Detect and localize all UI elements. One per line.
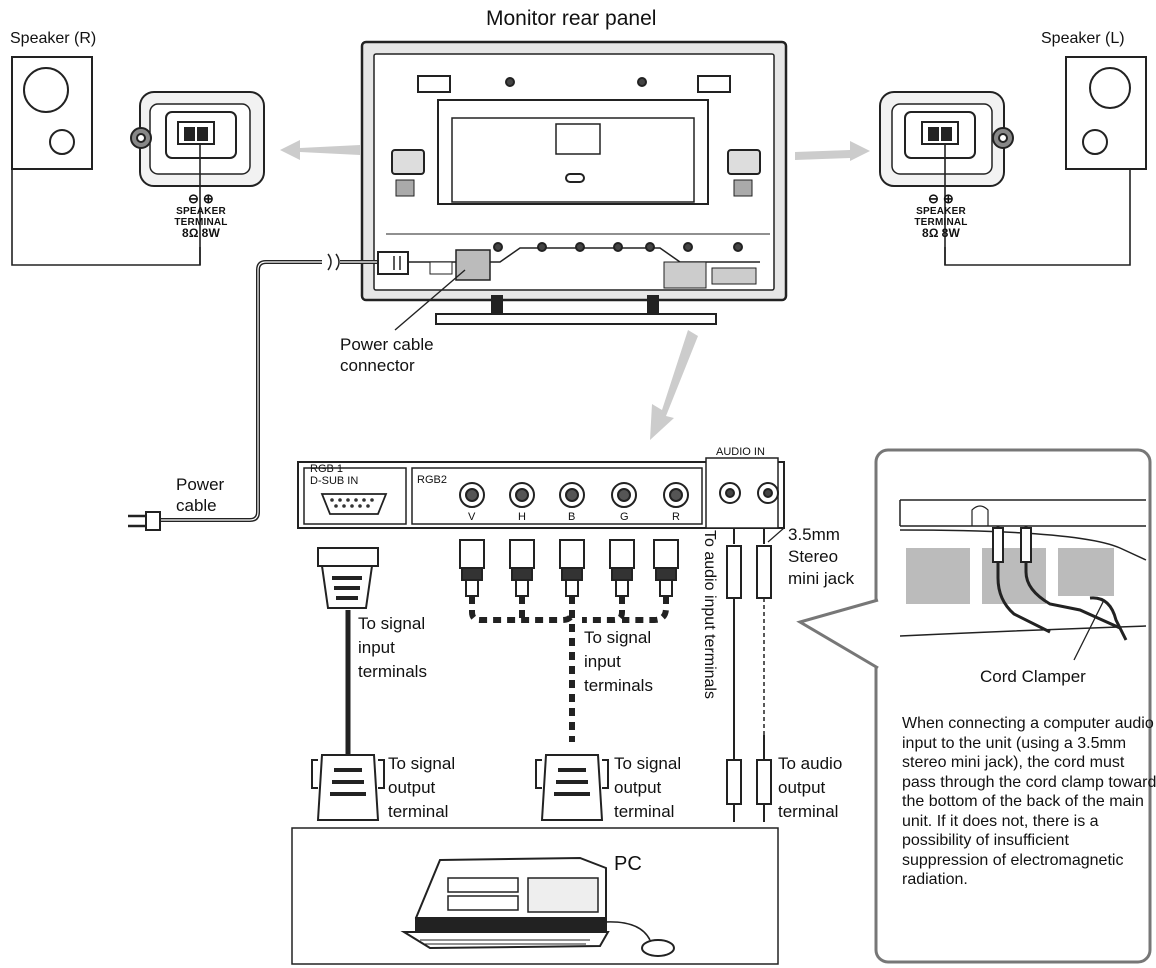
terminal-label-line2: TERMINAL xyxy=(174,217,228,228)
bnc-plugs xyxy=(459,539,679,742)
bnc-label-h: H xyxy=(518,511,526,523)
audio-cable xyxy=(726,527,785,822)
speaker-right xyxy=(11,56,201,266)
monitor-rear-panel xyxy=(360,40,788,325)
audio-in-label: AUDIO IN xyxy=(716,446,765,458)
terminal-label-line1: SPEAKER xyxy=(176,206,226,217)
to-audio-output-label: To audio output terminal xyxy=(778,754,843,821)
leader-power-connector xyxy=(394,269,466,331)
speaker-terminal-right xyxy=(130,91,265,265)
power-cable xyxy=(128,251,409,531)
speaker-terminal-left xyxy=(879,91,1014,265)
page-title: Monitor rear panel xyxy=(486,7,657,30)
arrow-to-speaker-left xyxy=(795,141,870,161)
cord-clamper-label: Cord Clamper xyxy=(980,667,1086,686)
terminal-label-line1: SPEAKER xyxy=(916,206,966,217)
dsub-cable-2 xyxy=(535,754,609,821)
stereo-mini-jack-label: 3.5mm Stereo mini jack xyxy=(788,525,855,588)
arrow-to-connector-panel xyxy=(650,330,698,440)
terminal-power: 8W xyxy=(201,226,221,240)
dsub-cable-1 xyxy=(311,547,385,821)
to-signal-input-label-2: To signal input terminals xyxy=(584,628,653,695)
bnc-label-r: R xyxy=(672,511,680,523)
connector-panel xyxy=(297,457,785,529)
polarity-symbols: ⊖ ⊕ xyxy=(928,191,954,206)
arrow-to-speaker-right xyxy=(280,140,360,160)
speaker-left xyxy=(944,56,1147,266)
pc-label: PC xyxy=(614,853,642,875)
power-cable-label: Power cable xyxy=(176,475,225,515)
terminal-impedance: 8Ω xyxy=(181,226,199,240)
rgb2-label: RGB2 xyxy=(417,474,447,486)
speaker-terminal-right-text: ⊖ ⊕ SPEAKER TERMINAL 8Ω 8W xyxy=(166,192,236,240)
terminal-impedance: 8Ω xyxy=(921,226,939,240)
pc-illustration xyxy=(291,827,779,965)
terminal-label-line2: TERMINAL xyxy=(914,217,968,228)
rgb1-label: RGB 1 D-SUB IN xyxy=(310,463,359,487)
cord-clamper-callout xyxy=(796,448,1152,964)
to-signal-output-label-2: To signal output terminal xyxy=(614,754,682,821)
bnc-label-v: V xyxy=(468,511,476,523)
bnc-label-g: G xyxy=(620,511,629,523)
polarity-symbols: ⊖ ⊕ xyxy=(188,191,214,206)
to-signal-output-label-1: To signal output terminal xyxy=(388,754,456,821)
cord-clamper-note: When connecting a computer audio input t… xyxy=(902,715,1156,888)
to-audio-input-label: To audio input terminals xyxy=(701,530,718,699)
power-connector-label: Power cable connector xyxy=(340,335,434,375)
terminal-power: 8W xyxy=(941,226,961,240)
to-signal-input-label-1: To signal input terminals xyxy=(358,614,427,681)
speaker-left-label: Speaker (L) xyxy=(1041,30,1125,47)
speaker-right-label: Speaker (R) xyxy=(10,30,97,47)
bnc-label-b: B xyxy=(568,511,576,523)
speaker-terminal-left-text: ⊖ ⊕ SPEAKER TERMINAL 8Ω 8W xyxy=(906,192,976,240)
